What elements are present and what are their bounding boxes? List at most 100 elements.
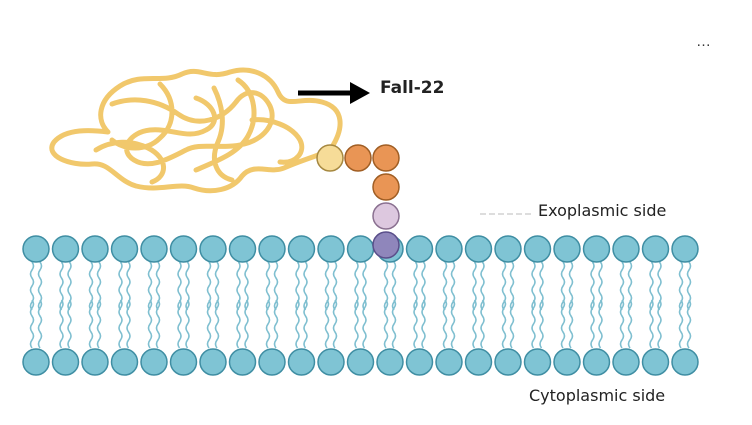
lipid-tail [598,299,603,349]
lipid-tail [501,299,507,349]
lipid-head-outer [228,235,257,263]
lipid-tail [147,299,153,349]
lipid-head-inner [317,348,345,376]
lipid-tail [442,299,448,349]
lipid-head-outer [346,235,375,263]
lipid-tail [619,299,625,349]
lipid-tails [29,261,692,349]
lipid-tail [627,261,633,311]
lipid-tail [442,261,448,311]
lipid-tail [657,261,662,311]
peptide-label: Fall-22 [380,78,445,98]
lipid-tail [332,261,338,311]
lipid-tail [236,261,241,311]
lipid-head-inner [228,348,257,376]
lipid-head-inner [110,348,139,376]
cytoplasmic-side-label: Cytoplasmic side [529,386,666,405]
lipid-head-inner [346,348,375,376]
lipid-tail [649,299,654,349]
lipid-head-inner [51,348,80,376]
lipid-tail [531,261,536,311]
lipid-tail [206,299,212,349]
lipid-head-outer [22,235,50,263]
lipid-head-inner [169,348,198,376]
lipid-tail [155,299,161,349]
lipid-tail [480,261,485,311]
lipid-head-inner [376,348,404,376]
lipid-tail [88,261,94,311]
lipid-tail [147,261,153,311]
lipid-tail [678,261,684,311]
lipid-head-outer [317,235,345,263]
lipid-tail [185,261,190,311]
lipid-tail [324,261,330,311]
lipid-tail [88,299,94,349]
lipid-head-outer [641,235,670,263]
lipid-tail [472,299,477,349]
lipid-tail [480,299,485,349]
bead-orange-3 [372,173,400,201]
lipid-head-outer [51,235,80,263]
more-horizontal-icon[interactable]: … [696,33,712,50]
lipid-head-inner [582,348,611,376]
lipid-head-inner [435,348,463,376]
lipid-tail [59,299,64,349]
lipid-tail [177,261,182,311]
lipid-head-outer [287,235,316,263]
lipid-tail [539,261,544,311]
lipid-tail [155,261,161,311]
lipid-head-outer [140,235,168,263]
lipid-head-outer [464,235,493,263]
lipid-tail [185,299,190,349]
lipid-tail [273,261,279,311]
exoplasmic-side-label: Exoplasmic side [538,201,667,220]
lipid-tail [96,261,102,311]
lipid-tail [649,261,654,311]
lipid-tail [362,299,367,349]
lipid-tail [295,261,300,311]
lipid-tail [214,299,220,349]
lipid-tail [560,261,566,311]
lipid-tail [539,299,544,349]
peptide-chain [49,67,343,194]
inner-leaflet-heads [22,348,699,376]
lipid-tail [126,261,131,311]
lipid-tail [29,299,35,349]
lipid-tail [324,299,330,349]
lipid-tail [354,261,359,311]
outer-leaflet-heads [22,235,699,263]
lipid-tail [686,261,692,311]
lipid-tail [590,261,595,311]
lipid-tail [421,299,426,349]
lipid-head-inner [405,348,434,376]
lipid-tail [37,261,43,311]
lipid-tail [118,261,123,311]
lipid-tail [678,299,684,349]
lipid-tail [391,261,397,311]
lipid-tail [126,299,131,349]
lipid-tail [67,261,72,311]
lipid-head-inner [199,348,227,376]
lipid-head-outer [494,235,522,263]
lipid-head-inner [612,348,640,376]
lipid-tail [509,299,515,349]
lipid-tail [214,261,220,311]
lipid-tail [472,261,477,311]
lipid-head-outer [110,235,139,263]
lipid-head-inner [22,348,50,376]
lipid-tail [244,261,249,311]
lipid-tail [303,261,308,311]
lipid-tail [177,299,182,349]
bead-terminal [316,144,344,172]
lipid-head-inner [641,348,670,376]
lipid-tail [96,299,102,349]
lipid-tail [362,261,367,311]
lipid-tail [354,299,359,349]
lipid-head-outer [671,235,699,263]
lipid-head-inner [523,348,552,376]
lipid-tail [273,299,279,349]
lipid-head-inner [671,348,699,376]
lipid-tail [236,299,241,349]
